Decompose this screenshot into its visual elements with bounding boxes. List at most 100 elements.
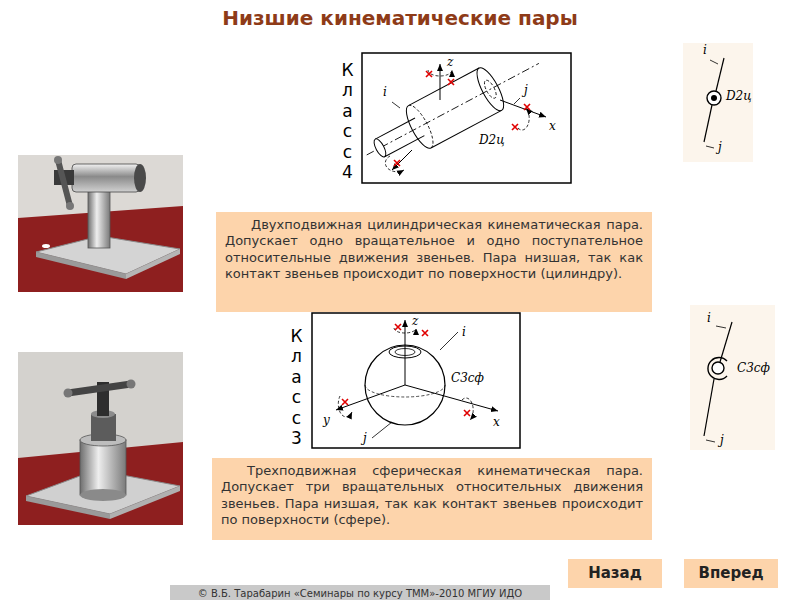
- spherical-pair-diagram-part: [372, 422, 392, 438]
- cylindrical-pair-diagram-part-part: [482, 79, 498, 100]
- photo-cylindrical-pair-part: [72, 164, 140, 192]
- photo-spherical-pair-part: [80, 440, 126, 495]
- cylindrical-pair-diagram-part: [385, 156, 404, 172]
- photo-cylindrical-pair-part: [134, 164, 146, 192]
- axis-label: z: [446, 56, 454, 70]
- cylindrical-pair-diagram-part-part: [375, 118, 415, 139]
- spherical-pair-diagram-part: [405, 320, 406, 385]
- link-label: i: [382, 86, 388, 100]
- cylindrical-pair-symbol-part: [710, 60, 718, 64]
- cylindrical-pair-diagram-part: [362, 53, 571, 183]
- cylindrical-pair-diagram-part: [512, 124, 518, 130]
- cylindrical-pair-diagram-part: [394, 160, 400, 166]
- class-number: 3: [287, 428, 306, 448]
- pair-label: D2ц: [725, 90, 753, 104]
- description-text: Трехподвижная сферическая кинематическая…: [221, 463, 643, 528]
- cylindrical-pair-diagram-part-part: [385, 136, 425, 157]
- photo-cylindrical-pair-part: [36, 252, 126, 279]
- photo-spherical-pair-part: [64, 389, 73, 398]
- photo-spherical-pair-part: [68, 384, 131, 393]
- photo-spherical-pair-part: [80, 489, 126, 501]
- cylindrical-pair-symbol-part: [706, 146, 714, 148]
- photo-cylindrical-pair-part: [66, 202, 74, 210]
- spherical-pair-diagram-part: [342, 399, 348, 405]
- spherical-pair-symbol-part: [690, 305, 775, 450]
- photo-cylindrical-pair-part: [126, 249, 180, 279]
- cylindrical-pair-diagram-part-part: [408, 68, 479, 106]
- footer-band: © В.Б. Тарабарин «Семинары по курсу ТММ»…: [170, 585, 550, 600]
- photo-spherical-pair-part: [18, 352, 183, 525]
- cylindrical-pair-symbol-part: [716, 58, 724, 91]
- cylindrical-pair-diagram-part: [392, 102, 400, 108]
- slide-title: Низшие кинематические пары: [0, 6, 800, 30]
- class-number: 4: [338, 162, 357, 182]
- photo-cylindrical-pair-part: [88, 188, 110, 248]
- photo-cylindrical-pair-part: [54, 156, 62, 164]
- link-label: j: [717, 141, 723, 155]
- photo-cylindrical-pair-part: [42, 244, 50, 248]
- spherical-pair-symbol-part: [706, 440, 715, 442]
- photo-spherical-pair-part: [127, 380, 136, 389]
- link-label: j: [719, 434, 725, 448]
- pair-label: C3сф: [450, 372, 485, 386]
- cylindrical-pair-diagram-part-part: [367, 63, 539, 155]
- link-label: i: [461, 326, 467, 340]
- spherical-pair-diagram-part: [395, 324, 401, 330]
- pair-label: D2ц: [478, 134, 506, 148]
- spherical-pair-diagram-part: [336, 385, 405, 410]
- spherical-pair-diagram-part: [422, 330, 428, 336]
- cylindrical-pair-symbol-part: [683, 43, 753, 162]
- cylindrical-pair-diagram-part: [355, 42, 550, 176]
- cylindrical-pair-diagram-part-part: [408, 102, 438, 148]
- link-label: j: [523, 84, 529, 98]
- copyright-text: © В.Б. Тарабарин «Семинары по курсу ТММ»…: [198, 588, 523, 600]
- cylindrical-pair-diagram-part: [500, 100, 546, 117]
- pair-label: C3сф: [736, 362, 771, 376]
- cylindrical-pair-diagram-part: [440, 64, 441, 100]
- nav-button: Назад: [568, 559, 662, 588]
- photo-cylindrical-pair-part: [58, 160, 70, 206]
- cylindrical-pair-diagram-part-part: [372, 137, 388, 158]
- link-label: i: [702, 44, 708, 58]
- spherical-pair-diagram-part: [405, 385, 498, 411]
- photo-cylindrical-pair-part: [18, 155, 183, 292]
- spherical-pair-symbol-part: [712, 362, 724, 374]
- button-label: Вперед: [699, 564, 764, 583]
- spherical-pair-diagram-part: [440, 332, 458, 350]
- description-box: Двухподвижная цилиндрическая кинематичес…: [216, 212, 652, 312]
- spherical-pair-symbol-part: [704, 379, 714, 436]
- cylindrical-pair-diagram-part: [514, 98, 520, 104]
- spherical-pair-symbol: [690, 305, 775, 450]
- description-box: Трехподвижная сферическая кинематическая…: [212, 458, 652, 540]
- spherical-pair-diagram: [312, 313, 520, 448]
- cylindrical-pair-diagram-part: [392, 150, 412, 170]
- spherical-pair-diagram-part: [338, 396, 352, 417]
- cylindrical-pair-diagram: [355, 42, 571, 183]
- spherical-pair-diagram-part: [312, 313, 520, 448]
- spherical-pair-diagram-part: [464, 410, 470, 416]
- spherical-pair-symbol-part: [716, 326, 726, 328]
- class-caption: Класс: [338, 60, 357, 162]
- class-caption: Класс: [287, 326, 306, 428]
- axis-label: x: [492, 416, 501, 430]
- cylindrical-pair-symbol-part: [711, 95, 717, 101]
- cylindrical-pair-diagram-part: [448, 79, 454, 85]
- cylindrical-pair-diagram-part-part: [401, 106, 431, 152]
- cylindrical-pair-diagram-part: [426, 71, 432, 77]
- spherical-pair-symbol-part: [708, 358, 727, 380]
- cylindrical-pair-diagram-part-part: [472, 64, 509, 114]
- cylindrical-pair-symbol: [683, 43, 753, 162]
- photo-spherical-pair-part: [91, 414, 116, 441]
- description-text: Двухподвижная цилиндрическая кинематичес…: [225, 217, 643, 282]
- cylindrical-pair-diagram-part: [524, 104, 530, 110]
- link-label: i: [706, 312, 712, 326]
- photo-cylindrical-pair: [18, 155, 183, 292]
- cylindrical-pair-symbol-part: [704, 105, 712, 142]
- cylindrical-pair-symbol-part: [707, 91, 721, 105]
- spherical-pair-diagram-part: [462, 398, 473, 420]
- link-label: j: [362, 432, 368, 446]
- axis-label: z: [411, 315, 419, 329]
- button-label: Назад: [588, 564, 642, 583]
- photo-spherical-pair: [18, 352, 183, 525]
